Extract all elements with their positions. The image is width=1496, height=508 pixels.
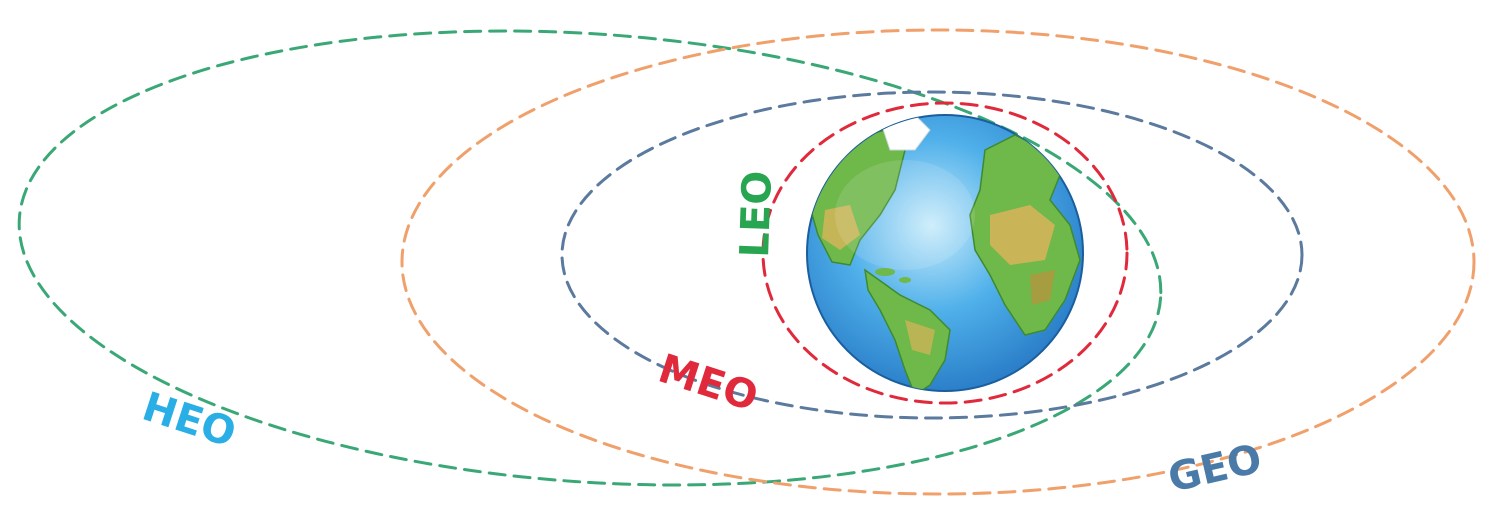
leo-label: LEO: [732, 170, 781, 258]
geo-orbit: [400, 28, 1476, 496]
geo-label: GEO: [1164, 436, 1266, 502]
heo-orbit: [17, 29, 1163, 487]
earth-globe: [806, 114, 1084, 392]
meo-label: MEO: [653, 346, 763, 421]
meo-orbit: [761, 101, 1129, 405]
mid-orbit: [560, 90, 1304, 420]
